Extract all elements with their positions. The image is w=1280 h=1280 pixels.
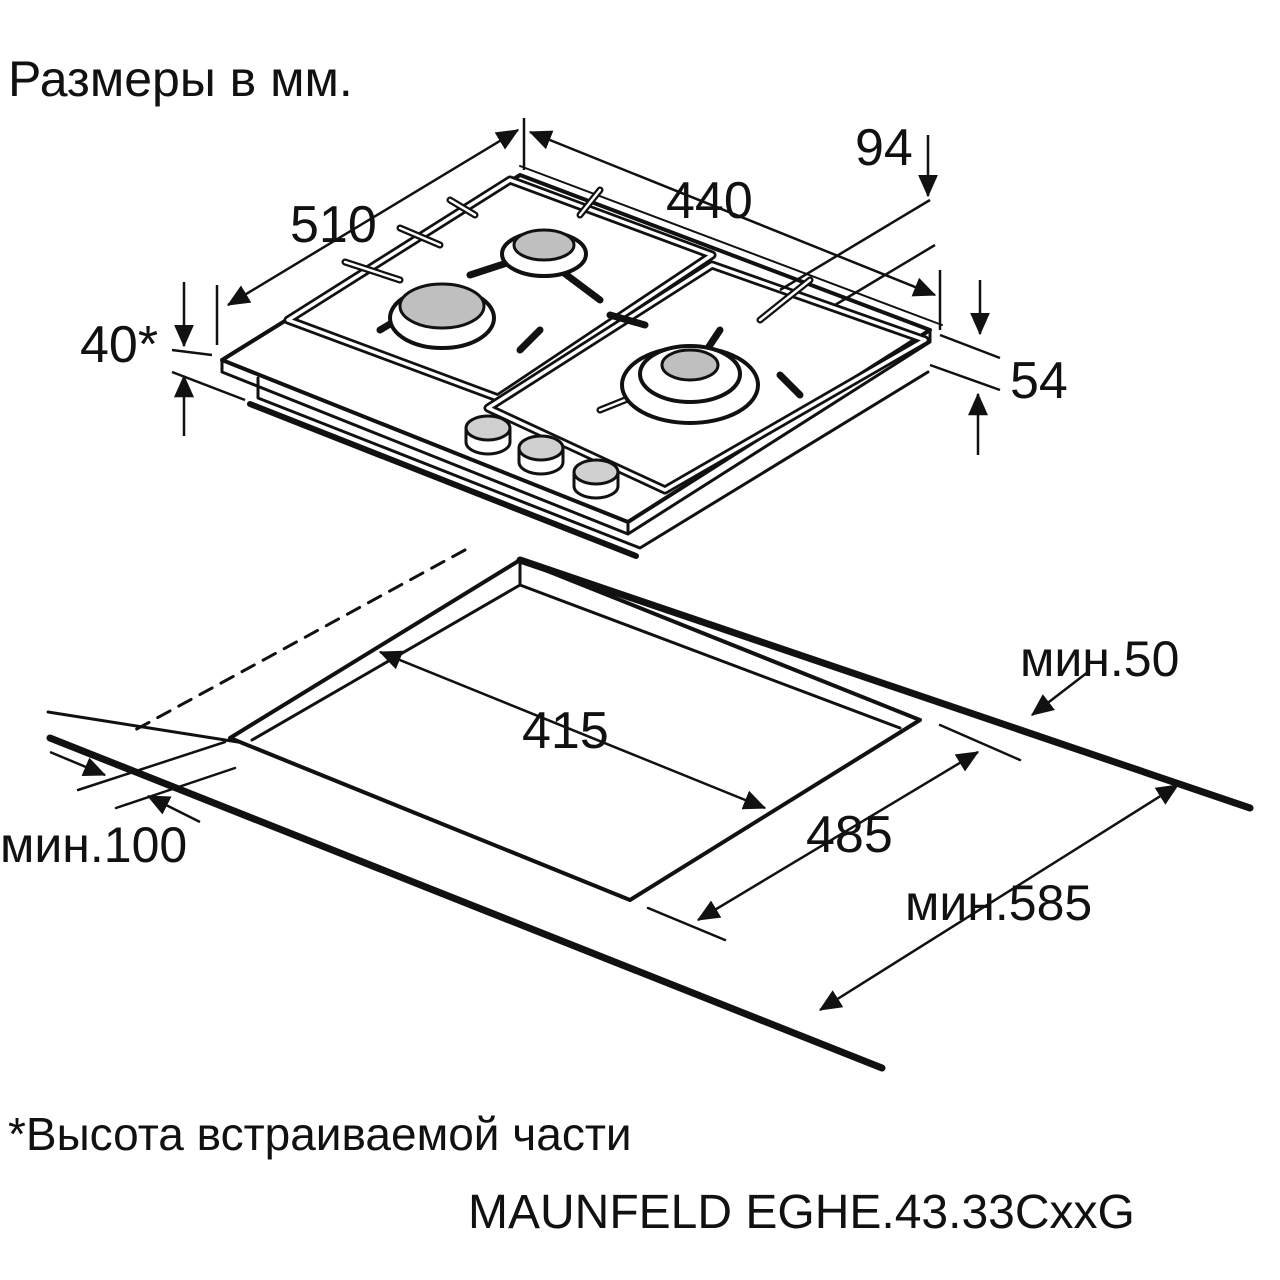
- control-knob-1: [464, 414, 512, 456]
- control-knob-3: [572, 458, 620, 500]
- footnote: *Высота встраиваемой части: [8, 1108, 632, 1160]
- hob-built-in-body: [256, 370, 930, 550]
- control-knob-2: [517, 434, 565, 476]
- dim-585-line: [818, 783, 1180, 1012]
- worktop-front-edge: [46, 734, 886, 1072]
- hob-dimension-lines: [171, 118, 1001, 455]
- dim-510-line: [226, 128, 520, 307]
- dim-510-label: 510: [290, 196, 377, 254]
- dim-485-label: 485: [806, 806, 893, 864]
- min-50-label: мин.50: [1020, 631, 1179, 687]
- model-name: MAUNFELD EGHE.43.33CxxG: [468, 1186, 1135, 1239]
- burner-right-large: [620, 344, 760, 425]
- dim-40-label: 40*: [80, 316, 158, 374]
- cutout-outer: [228, 558, 922, 902]
- worktop-left-dashed: [133, 548, 467, 732]
- worktop-back-edge: [516, 556, 1254, 812]
- dim-min100-line: [49, 750, 107, 777]
- dim-440-line: [528, 130, 937, 297]
- cutout-dimension-lines: [49, 650, 1180, 1012]
- min-585-label: мин.585: [905, 875, 1092, 931]
- hob-body-bottom-edge: [247, 401, 639, 559]
- min-100-label: мин.100: [0, 817, 187, 873]
- worktop-drawing: [46, 548, 1254, 1072]
- dim-min50-line: [1031, 671, 1089, 716]
- hob-front-edge: [220, 328, 932, 536]
- dim-94-line: [779, 198, 931, 292]
- dim-54-label: 54: [1010, 352, 1068, 410]
- units-note: Размеры в мм.: [8, 51, 353, 107]
- dim-94-label: 94: [855, 119, 913, 177]
- dim-415-label: 415: [522, 702, 609, 760]
- burner-front-left: [388, 282, 496, 350]
- right-grate-inner: [486, 263, 927, 492]
- dim-440-label: 440: [666, 172, 753, 230]
- burner-back-left: [500, 228, 588, 278]
